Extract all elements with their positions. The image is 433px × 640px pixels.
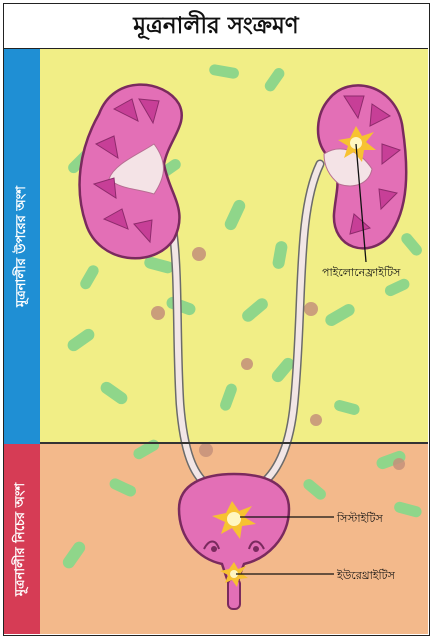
label-pyelonephritis: পাইলোনেফ্রাইটিস — [322, 264, 400, 283]
particle — [199, 443, 213, 457]
bacterium — [333, 399, 361, 416]
bacterium — [60, 539, 87, 570]
particle — [192, 247, 206, 261]
bacterium — [208, 63, 239, 79]
bacterium — [240, 296, 271, 324]
page-title: মূত্রনালীর সংক্রমণ — [4, 4, 428, 49]
particle — [304, 302, 318, 316]
particle — [151, 306, 165, 320]
bacterium — [108, 477, 138, 499]
bacterium — [98, 379, 129, 406]
bacterium — [301, 477, 328, 502]
bacterium — [393, 501, 423, 519]
section-divider — [4, 442, 428, 444]
bacterium — [219, 382, 239, 412]
upper-tract-band: মূত্রনালীর উপরের অংশ — [4, 48, 40, 444]
upper-tract-label: মূত্রনালীর উপরের অংশ — [12, 186, 33, 307]
bacterium — [78, 263, 101, 291]
label-urethritis: ইউরেথ্রাইটিস — [337, 567, 395, 586]
particle — [241, 358, 253, 370]
bacterium — [323, 302, 357, 328]
bacterium — [65, 326, 96, 353]
bacterium — [223, 198, 247, 232]
diagram-frame: মূত্রনালীর উপরের অংশ মূত্রনালীর নিচের অং… — [3, 3, 430, 636]
bacterium — [143, 255, 175, 274]
bacterium — [272, 240, 289, 270]
label-cystitis: সিস্টাইটিস — [337, 510, 383, 529]
bacterium — [399, 231, 424, 258]
urinary-tract-illustration — [4, 4, 428, 634]
left-kidney — [80, 85, 182, 259]
lower-tract-label: মূত্রনালীর নিচের অংশ — [12, 482, 33, 595]
lower-tract-band: মূত্রনালীর নিচের অংশ — [4, 444, 40, 634]
bacterium — [263, 66, 287, 94]
particle — [310, 414, 322, 426]
particle — [393, 458, 405, 470]
bladder — [179, 474, 289, 609]
